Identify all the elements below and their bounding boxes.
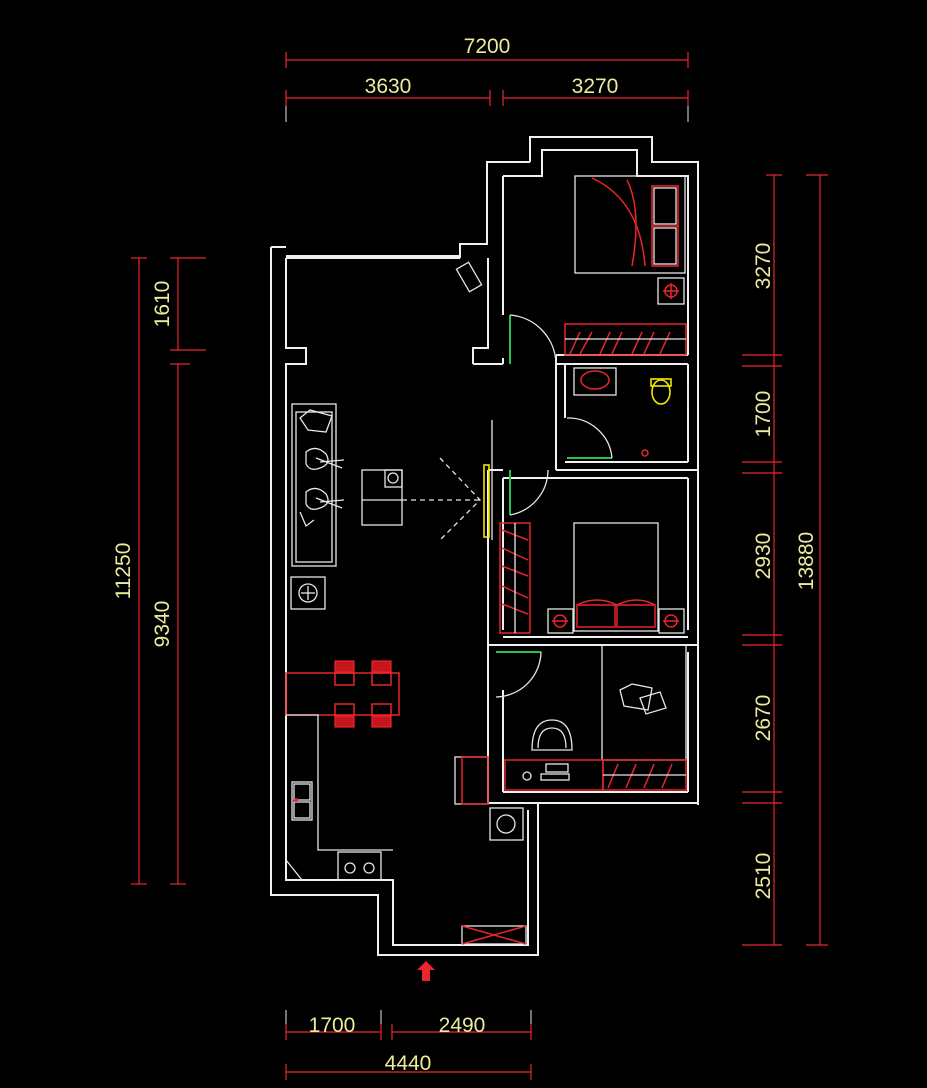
washbasin bbox=[573, 367, 617, 396]
top-dimensions: 7200 3630 3270 bbox=[285, 35, 689, 122]
study-room bbox=[504, 644, 687, 791]
master-bed bbox=[574, 175, 686, 274]
right-segment-dimension-2: 1700 bbox=[752, 391, 775, 438]
right-segment-dimension-4: 2670 bbox=[752, 695, 775, 742]
toilet-icon bbox=[650, 378, 672, 405]
door-swings bbox=[483, 314, 613, 698]
right-dimensions: 3270 1700 2930 2670 2510 13880 bbox=[742, 174, 828, 946]
plant-pot bbox=[290, 576, 326, 610]
washing-machine bbox=[489, 807, 524, 841]
left-overall-dimension: 11250 bbox=[112, 543, 135, 600]
bottom-segment-dimension-2: 2490 bbox=[439, 1014, 486, 1037]
dining-table bbox=[285, 672, 400, 716]
top-segment-dimension-1: 3630 bbox=[365, 75, 412, 98]
living-room-furniture bbox=[290, 261, 483, 610]
chair-icon bbox=[531, 719, 573, 751]
top-overall-dimension: 7200 bbox=[464, 35, 511, 58]
left-segment-dimension-2: 9340 bbox=[151, 601, 174, 648]
exterior-walls bbox=[270, 136, 699, 956]
kitchen-sink bbox=[291, 781, 313, 821]
right-overall-dimension: 13880 bbox=[795, 532, 818, 590]
bottom-dimensions: 1700 2490 4440 bbox=[285, 1010, 532, 1080]
top-segment-dimension-2: 3270 bbox=[572, 75, 619, 98]
second-bed bbox=[573, 522, 659, 632]
entrance-arrow-icon bbox=[417, 961, 435, 981]
master-bedroom bbox=[564, 175, 687, 356]
bottom-segment-dimension-1: 1700 bbox=[309, 1014, 356, 1037]
left-dimensions: 11250 1610 9340 bbox=[112, 257, 206, 885]
second-bedroom bbox=[499, 522, 685, 634]
coffee-table bbox=[361, 469, 403, 526]
right-segment-dimension-5: 2510 bbox=[752, 853, 775, 900]
bottom-overall-dimension: 4440 bbox=[385, 1052, 432, 1075]
dining-and-kitchen bbox=[285, 660, 400, 881]
right-segment-dimension-1: 3270 bbox=[752, 243, 775, 290]
foyer-fixtures bbox=[417, 756, 527, 981]
left-segment-dimension-1: 1610 bbox=[151, 281, 174, 328]
right-segment-dimension-3: 2930 bbox=[752, 533, 775, 580]
sofa-icon bbox=[299, 409, 345, 528]
stove bbox=[337, 851, 382, 881]
bathroom bbox=[573, 367, 689, 457]
